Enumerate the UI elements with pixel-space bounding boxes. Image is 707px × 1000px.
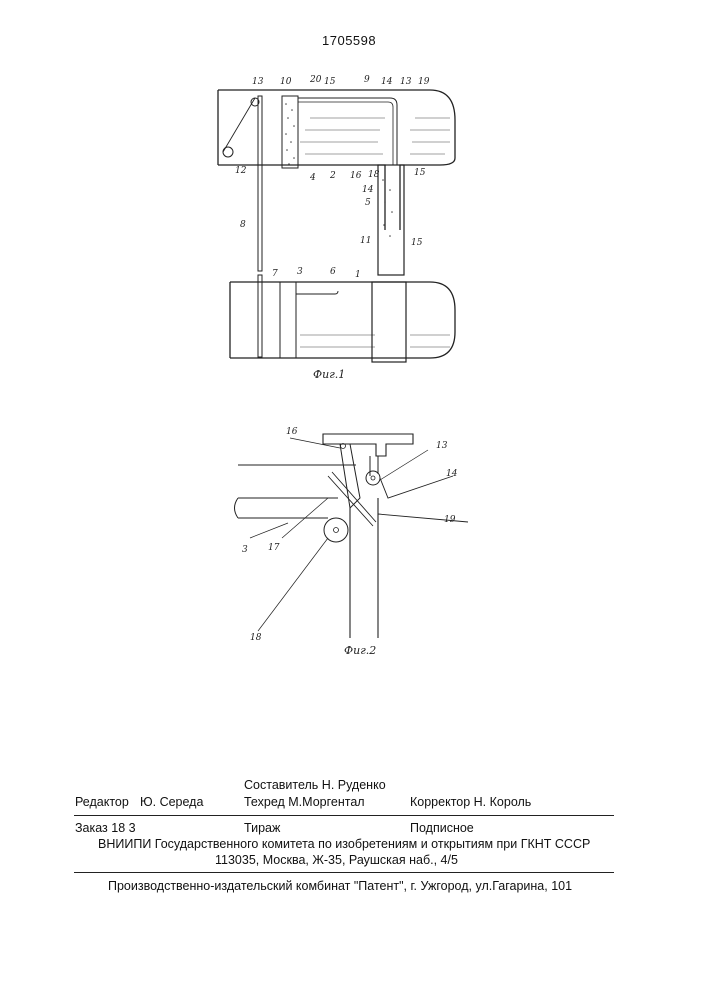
fig1-label: 3 xyxy=(297,267,303,277)
fig2-label: 14 xyxy=(446,469,458,479)
fig1-label: 6 xyxy=(330,267,336,277)
fig2-label: 13 xyxy=(436,441,448,451)
fig1-label: 13 xyxy=(400,77,412,87)
fig1-label: 11 xyxy=(360,236,371,246)
figure-1-drawing: 13 10 20 15 9 14 13 19 12 4 2 16 18 15 1… xyxy=(200,60,470,390)
fig2-caption: Фиг.2 xyxy=(344,644,376,657)
fig1-label: 20 xyxy=(309,75,322,85)
fig1-label: 4 xyxy=(309,173,316,183)
fig1-caption: Фиг.1 xyxy=(313,368,345,381)
imprint-divider-bottom xyxy=(74,872,614,873)
figure-2-drawing: 16 13 14 19 3 17 18 Фиг.2 xyxy=(228,418,488,668)
fig1-label: 14 xyxy=(381,77,393,87)
editor-label: Редактор xyxy=(75,795,129,809)
organization-line: ВНИИПИ Государственного комитета по изоб… xyxy=(98,837,590,851)
order-number: Заказ 18 3 xyxy=(75,821,136,835)
fig1-label: 15 xyxy=(414,168,426,178)
fig2-label: 16 xyxy=(286,427,298,437)
address-line: 113035, Москва, Ж-35, Раушская наб., 4/5 xyxy=(215,853,458,867)
fig1-label: 15 xyxy=(411,238,423,248)
subscription-label: Подписное xyxy=(410,821,474,835)
patent-number: 1705598 xyxy=(322,33,376,48)
fig1-label: 5 xyxy=(365,198,371,208)
publisher-line: Производственно-издательский комбинат "П… xyxy=(108,879,572,893)
fig1-label: 12 xyxy=(235,166,247,176)
fig1-label: 10 xyxy=(280,77,292,87)
fig1-label: 16 xyxy=(350,171,362,181)
fig2-label: 17 xyxy=(268,543,280,553)
fig1-label: 18 xyxy=(368,170,380,180)
imprint-divider xyxy=(74,815,614,816)
fig2-label: 19 xyxy=(444,515,456,525)
techred-line: Техред М.Моргентал xyxy=(244,795,365,809)
fig1-label: 8 xyxy=(240,220,246,230)
fig1-label: 7 xyxy=(272,269,278,279)
compiler-line: Составитель Н. Руденко xyxy=(244,778,386,792)
editor-name: Ю. Середа xyxy=(140,795,203,809)
fig1-label: 19 xyxy=(418,77,430,87)
fig1-label: 2 xyxy=(329,171,336,181)
fig1-label: 14 xyxy=(362,185,374,195)
fig1-label: 13 xyxy=(252,77,264,87)
fig1-label: 1 xyxy=(355,270,361,280)
corrector-line: Корректор Н. Король xyxy=(410,795,531,809)
fig1-label: 15 xyxy=(324,77,336,87)
fig2-label: 3 xyxy=(242,545,248,555)
fig1-label: 9 xyxy=(364,75,370,85)
fig2-label: 18 xyxy=(250,633,262,643)
circulation-label: Тираж xyxy=(244,821,280,835)
